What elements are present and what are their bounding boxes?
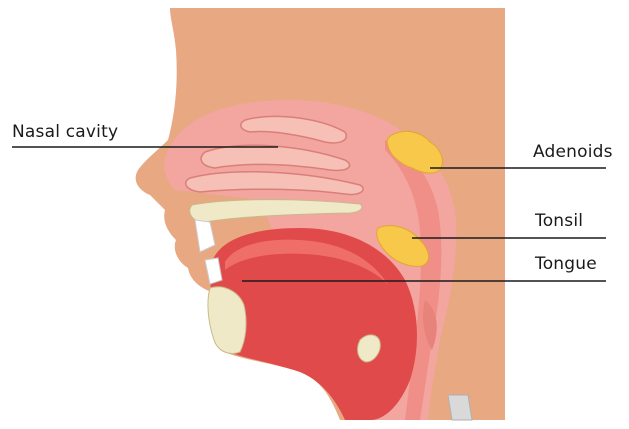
label-tonsil: Tonsil xyxy=(535,211,583,231)
label-nasal-cavity: Nasal cavity xyxy=(12,122,118,142)
label-adenoids: Adenoids xyxy=(533,142,613,162)
label-tongue: Tongue xyxy=(535,254,597,274)
trachea xyxy=(448,395,472,420)
